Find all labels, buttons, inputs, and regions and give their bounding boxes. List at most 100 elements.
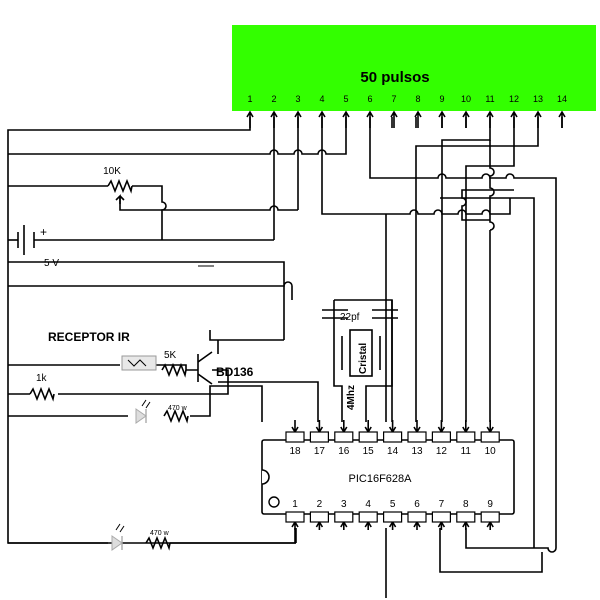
lcd-pin-label: 4 bbox=[319, 94, 324, 104]
chip-top-pin-arrow bbox=[413, 420, 421, 434]
pin1-marker bbox=[268, 496, 280, 508]
lcd-pin-label: 10 bbox=[461, 94, 471, 104]
potentiometer-10k: 10K bbox=[103, 166, 133, 204]
capacitor-label: 22pf bbox=[340, 312, 360, 323]
chip-bottom-pin-arrow bbox=[291, 520, 299, 530]
chip-bottom-pin-label: 6 bbox=[414, 499, 420, 510]
chip-top-pin-label: 16 bbox=[338, 446, 350, 457]
chip-bottom-pin-label: 2 bbox=[317, 499, 323, 510]
crystal-frequency-label: 4Mhz bbox=[346, 385, 357, 410]
ir-receptor: RECEPTOR IR bbox=[48, 330, 157, 371]
chip-bottom-pin-arrows bbox=[291, 520, 494, 530]
chip-bottom-pin bbox=[334, 511, 354, 523]
lcd-pin-label: 14 bbox=[557, 94, 567, 104]
chip-top-pin bbox=[456, 431, 476, 443]
chip-bottom-pin-label: 4 bbox=[365, 499, 371, 510]
chip-bottom-pin bbox=[285, 511, 305, 523]
pot-label: 10K bbox=[103, 166, 121, 177]
chip-bottom-pin-arrow bbox=[462, 520, 470, 530]
chip-top-pin-label: 12 bbox=[436, 446, 448, 457]
lcd-title: 50 pulsos bbox=[360, 69, 429, 86]
lcd-pin-label: 3 bbox=[295, 94, 300, 104]
lcd-pin-label: 6 bbox=[367, 94, 372, 104]
chip-top-pin-arrows bbox=[291, 420, 494, 434]
lcd-pin-arrow bbox=[414, 110, 422, 128]
chip-bottom-pin bbox=[480, 511, 500, 523]
chip-top-pin-arrow bbox=[437, 420, 446, 434]
chip-label: PIC16F628A bbox=[349, 473, 413, 485]
crystal-label: Cristal bbox=[358, 343, 369, 374]
chip-top-pin-label: 18 bbox=[289, 446, 301, 457]
chip-top-pin-label: 17 bbox=[314, 446, 326, 457]
chip-top-pin-arrow bbox=[462, 420, 470, 434]
lcd-pin-label: 9 bbox=[439, 94, 444, 104]
transistor-label: BD136 bbox=[216, 365, 254, 379]
chip-top-pin-arrow bbox=[291, 420, 299, 434]
battery: + 5 V bbox=[17, 225, 59, 269]
lcd-pin-arrow bbox=[390, 110, 398, 128]
chip-bottom-pin-label: 5 bbox=[390, 499, 396, 510]
chip-bottom-pin bbox=[456, 511, 476, 523]
chip-top-pin bbox=[431, 431, 451, 443]
resistor-470-bottom-label: 470 w bbox=[150, 530, 170, 537]
led-top bbox=[135, 399, 151, 424]
chip-top-pin-arrow bbox=[388, 420, 397, 434]
chip-bottom-pin-arrow bbox=[388, 520, 397, 530]
chip-top-pin bbox=[285, 431, 305, 443]
resistor-1k-label: 1k bbox=[36, 373, 48, 384]
chip-bottom-pin-label: 8 bbox=[463, 499, 469, 510]
chip-bottom-pin-label: 9 bbox=[487, 499, 493, 510]
chip-top-pin bbox=[309, 431, 329, 443]
chip-bottom-pin bbox=[407, 511, 427, 523]
chip-top-pin-label: 13 bbox=[411, 446, 423, 457]
wiring bbox=[7, 117, 563, 598]
chip-bottom-pin bbox=[358, 511, 378, 523]
chip-top-pin-label: 11 bbox=[461, 446, 472, 457]
resistor-470-top: 470 w bbox=[163, 405, 189, 424]
chip-bottom-pin-label: 3 bbox=[341, 499, 347, 510]
resistor-5k-label: 5K bbox=[164, 350, 177, 361]
chip-bottom-pin-label: 7 bbox=[439, 499, 445, 510]
lcd-pin-label: 2 bbox=[271, 94, 276, 104]
battery-plus-label: + bbox=[40, 225, 47, 239]
lcd-pin-label: 1 bbox=[247, 94, 252, 104]
chip-bottom-pin-arrow bbox=[413, 520, 421, 530]
transistor-bd136: BD136 bbox=[197, 351, 254, 385]
lcd-pin-label: 11 bbox=[485, 94, 494, 104]
lcd-pin-label: 13 bbox=[533, 94, 543, 104]
receptor-label: RECEPTOR IR bbox=[48, 330, 130, 344]
chip-bottom-pins: 1 2 3 4 5 6 7 8 9 bbox=[285, 499, 500, 523]
chip-top-pin bbox=[480, 431, 500, 443]
chip-top-pin bbox=[407, 431, 427, 443]
lcd-pin-label: 8 bbox=[415, 94, 420, 104]
resistor-470-bottom: 470 w bbox=[145, 530, 171, 551]
lcd-pin-label: 12 bbox=[509, 94, 519, 104]
resistor-5k: 5K bbox=[161, 350, 187, 378]
chip-top-pin-label: 10 bbox=[485, 446, 497, 457]
lcd-pin-label: 5 bbox=[343, 94, 348, 104]
chip-top-pin-label: 14 bbox=[387, 446, 399, 457]
led-bottom bbox=[111, 523, 125, 551]
chip-top-pin bbox=[334, 431, 354, 443]
lcd-module bbox=[232, 25, 596, 111]
chip-bottom-pin-arrow bbox=[486, 520, 494, 530]
lcd-pin-arrows bbox=[246, 110, 566, 128]
chip-bottom-pin-arrow bbox=[364, 520, 372, 530]
chip-bottom-pin-arrow bbox=[315, 520, 324, 530]
chip-bottom-pin bbox=[431, 511, 451, 523]
lcd-pin-label: 7 bbox=[391, 94, 396, 104]
chip-top-pin-label: 15 bbox=[363, 446, 375, 457]
battery-voltage-label: 5 V bbox=[44, 258, 59, 269]
chip-bottom-pin-label: 1 bbox=[292, 499, 298, 510]
chip-top-pin-arrow bbox=[486, 420, 494, 434]
resistor-470-top-label: 470 w bbox=[168, 405, 188, 412]
chip-bottom-pin-arrow bbox=[340, 520, 348, 530]
chip-top-pin bbox=[358, 431, 378, 443]
chip-top-pins: 18 17 16 15 14 13 12 11 10 bbox=[285, 431, 500, 457]
chip-bottom-pin bbox=[309, 511, 329, 523]
crystal-oscillator: 22pf Cristal 4Mhz bbox=[322, 309, 398, 410]
